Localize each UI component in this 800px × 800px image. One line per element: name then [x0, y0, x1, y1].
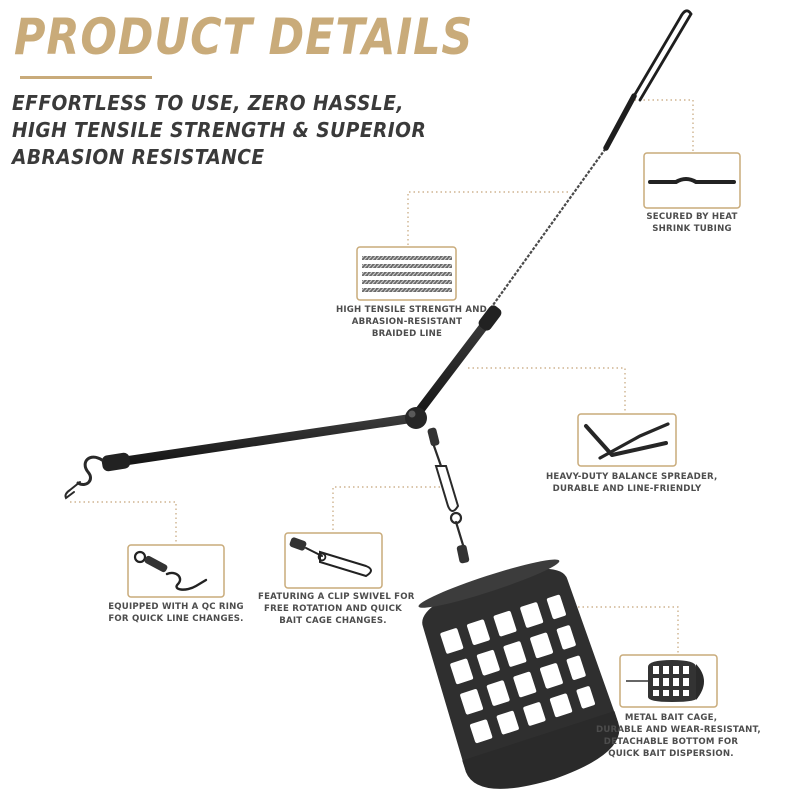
caption-spreader: HEAVY-DUTY BALANCE SPREADER, DURABLE AND… — [546, 471, 718, 495]
heat-shrink-tube — [603, 93, 637, 151]
clip-swivel — [427, 427, 470, 564]
page-title: PRODUCT DETAILS — [14, 8, 474, 66]
top-loop — [632, 9, 693, 102]
caption-spreader-line-2: DURABLE AND LINE-FRIENDLY — [552, 484, 702, 494]
caption-braided-line: HIGH TENSILE STRENGTH AND ABRASION-RESIS… — [336, 304, 487, 340]
caption-clip-swivel: FEATURING A CLIP SWIVEL FOR FREE ROTATIO… — [258, 591, 415, 627]
qc-ring — [64, 455, 104, 500]
spreader-joint — [405, 407, 427, 429]
caption-braided-line-line-1: HIGH TENSILE STRENGTH AND — [336, 305, 487, 315]
caption-heat-shrink-line-2: SHRINK TUBING — [652, 224, 732, 234]
caption-braided-line-line-2: ABRASION-RESISTANT — [351, 317, 463, 327]
caption-clip-swivel-line-2: FREE ROTATION AND QUICK — [264, 604, 402, 614]
bait-cage-icon — [619, 654, 718, 708]
heat-shrink-tube-icon — [643, 152, 741, 209]
subtitle-line-2: HIGH TENSILE STRENGTH & SUPERIOR — [12, 118, 427, 142]
leader-braided-line — [407, 191, 568, 246]
braided-line-icon — [356, 246, 457, 301]
spreader-arm-icon — [577, 413, 677, 467]
callout-leader-lines — [70, 99, 694, 654]
caption-qc-ring: EQUIPPED WITH A QC RING FOR QUICK LINE C… — [104, 601, 248, 625]
caption-qc-ring-line-2: FOR QUICK LINE CHANGES. — [108, 614, 244, 624]
spreader-upper-sleeve — [478, 305, 502, 331]
caption-qc-ring-line-1: EQUIPPED WITH A QC RING — [108, 602, 244, 612]
caption-clip-swivel-line-1: FEATURING A CLIP SWIVEL FOR — [258, 592, 415, 602]
caption-heat-shrink: SECURED BY HEAT SHRINK TUBING — [626, 211, 758, 235]
caption-bait-cage-line-1: METAL BAIT CAGE, — [624, 713, 718, 723]
leader-qc-ring — [70, 501, 177, 545]
feeder-rig — [64, 9, 693, 789]
leader-clip-swivel — [332, 486, 440, 533]
caption-clip-swivel-line-3: BAIT CAGE CHANGES. — [279, 616, 387, 626]
caption-bait-cage-line-2: DURABLE AND WEAR-RESISTANT, — [596, 725, 761, 735]
caption-braided-line-line-3: BRAIDED LINE — [371, 329, 443, 339]
caption-spreader-line-1: HEAVY-DUTY BALANCE SPREADER, — [546, 472, 718, 482]
bait-cage — [418, 559, 620, 789]
clip-swivel-icon — [284, 532, 383, 589]
page-subtitle: EFFORTLESS TO USE, ZERO HASSLE, HIGH TEN… — [12, 90, 426, 171]
leader-bait-cage — [560, 606, 679, 654]
subtitle-line-3: ABRASION RESISTANCE — [12, 145, 265, 169]
caption-bait-cage-line-3: DETACHABLE BOTTOM FOR — [603, 737, 739, 747]
qc-ring-snap-icon — [127, 544, 225, 598]
leader-heat-shrink — [630, 99, 694, 152]
title-underline — [20, 76, 152, 79]
spreader-upper-arm — [409, 313, 495, 423]
spreader-end-sleeve — [101, 452, 131, 472]
callout-insets — [127, 152, 741, 708]
caption-bait-cage-line-4: QUICK BAIT DISPERSION. — [608, 749, 734, 759]
caption-bait-cage: METAL BAIT CAGE, DURABLE AND WEAR-RESIST… — [596, 712, 761, 760]
leader-spreader — [468, 367, 626, 414]
subtitle-line-1: EFFORTLESS TO USE, ZERO HASSLE, — [12, 91, 404, 115]
spreader-long-arm — [113, 413, 419, 467]
caption-heat-shrink-line-1: SECURED BY HEAT — [646, 212, 738, 222]
braided-line — [487, 147, 607, 313]
